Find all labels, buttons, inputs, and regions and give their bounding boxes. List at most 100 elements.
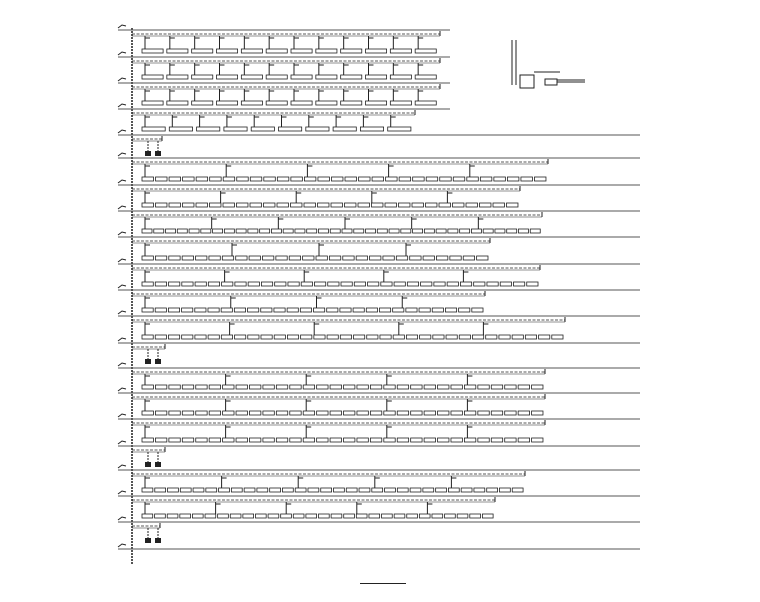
fixture-label-block <box>318 228 329 234</box>
fixture-label-block <box>302 437 316 443</box>
fixture-label-block <box>436 255 449 261</box>
fixture-label-block <box>410 410 423 416</box>
fixture-label-block <box>165 228 176 234</box>
fixture-label-block <box>452 202 465 208</box>
fixture-label-block <box>504 437 517 443</box>
fixture-label-block <box>317 202 330 208</box>
fixture-label-block <box>444 513 456 519</box>
fixture-label-block <box>396 410 410 416</box>
fixture-label-block <box>167 487 179 493</box>
fixture-label-block <box>490 410 504 416</box>
fixture-label-block <box>339 307 352 313</box>
fixture-label-block <box>517 437 530 443</box>
fixture-label-block <box>405 307 418 313</box>
fixture-label-block <box>435 228 447 234</box>
level-marker-icon <box>117 205 127 210</box>
fixture-label-block <box>229 513 242 519</box>
fixture-label-block <box>526 281 539 287</box>
fixture-label-block <box>306 228 318 234</box>
fixture-label-block <box>423 437 436 443</box>
fixture-label-block <box>302 410 316 416</box>
fixture-label-block <box>274 281 287 287</box>
fixture-label-block <box>355 255 368 261</box>
fixture-label-block <box>265 48 288 54</box>
fixture-label-block <box>504 410 517 416</box>
fixture-label-block <box>262 384 275 390</box>
level-marker-icon <box>117 24 127 29</box>
fixture-label-block <box>235 228 247 234</box>
fixture-label-block <box>395 255 409 261</box>
fixture-label-block <box>273 334 286 340</box>
fixture-label-block <box>356 384 369 390</box>
fixture-label-block <box>365 228 376 234</box>
fixture-label-block <box>141 74 164 80</box>
fixture-label-block <box>317 176 330 182</box>
fixture-label-block <box>329 410 342 416</box>
fixture-label-block <box>287 334 300 340</box>
fixture-label-block <box>517 384 530 390</box>
fixture-label-block <box>223 228 235 234</box>
trap-fixture-icon <box>155 359 161 364</box>
fixture-label-block <box>168 281 181 287</box>
fixture-label-block <box>412 228 423 234</box>
fixture-label-block <box>343 437 356 443</box>
fixture-label-block <box>365 307 378 313</box>
fixture-label-block <box>356 437 369 443</box>
fixture-label-block <box>446 281 459 287</box>
fixture-label-block <box>331 176 344 182</box>
level-marker-icon <box>117 413 127 418</box>
level-marker-icon <box>117 543 127 548</box>
fixture-label-block <box>181 281 194 287</box>
trap-fixture-icon <box>145 359 151 364</box>
fixture-label-block <box>208 255 221 261</box>
fixture-label-block <box>305 513 318 519</box>
fixture-label-block <box>518 228 529 234</box>
fixture-label-block <box>400 228 412 234</box>
fixture-label-block <box>155 202 168 208</box>
fixture-label-block <box>290 176 303 182</box>
fixture-label-block <box>167 307 180 313</box>
fixture-label-block <box>315 48 338 54</box>
fixture-label-block <box>289 437 302 443</box>
fixture-label-block <box>222 437 235 443</box>
fixture-label-block <box>405 334 419 340</box>
fixture-label-block <box>439 176 452 182</box>
fixture-label-block <box>414 48 437 54</box>
fixture-label-block <box>168 255 181 261</box>
fixture-label-block <box>247 281 260 287</box>
level-marker-icon <box>117 362 127 367</box>
fixture-label-block <box>195 437 208 443</box>
fixture-label-block <box>235 255 248 261</box>
fixture-label-block <box>517 410 530 416</box>
fixture-label-block <box>315 255 328 261</box>
fixture-label-block <box>234 281 247 287</box>
fixture-label-block <box>262 255 275 261</box>
fixture-label-block <box>141 334 154 340</box>
fixture-label-block <box>344 202 357 208</box>
fixture-label-block <box>367 281 380 287</box>
fixture-label-block <box>466 176 479 182</box>
fixture-label-block <box>458 334 471 340</box>
fixture-label-block <box>218 487 230 493</box>
fixture-label-block <box>275 255 288 261</box>
fixture-label-block <box>216 100 239 106</box>
fixture-label-block <box>343 384 356 390</box>
fixture-label-block <box>353 334 366 340</box>
fixture-label-block <box>194 281 207 287</box>
fixture-label-block <box>209 176 222 182</box>
fixture-label-block <box>329 437 342 443</box>
fixture-label-block <box>458 307 471 313</box>
fixture-label-block <box>275 384 289 390</box>
fixture-label-block <box>339 334 352 340</box>
fixture-label-block <box>236 176 249 182</box>
fixture-label-block <box>166 100 189 106</box>
fixture-label-block <box>260 307 273 313</box>
fixture-label-block <box>300 334 313 340</box>
fixture-label-block <box>181 334 194 340</box>
fixture-label-block <box>154 255 168 261</box>
fixture-label-block <box>275 410 289 416</box>
fixture-label-block <box>168 202 181 208</box>
fixture-label-block <box>320 487 332 493</box>
fixture-label-block <box>315 100 338 106</box>
